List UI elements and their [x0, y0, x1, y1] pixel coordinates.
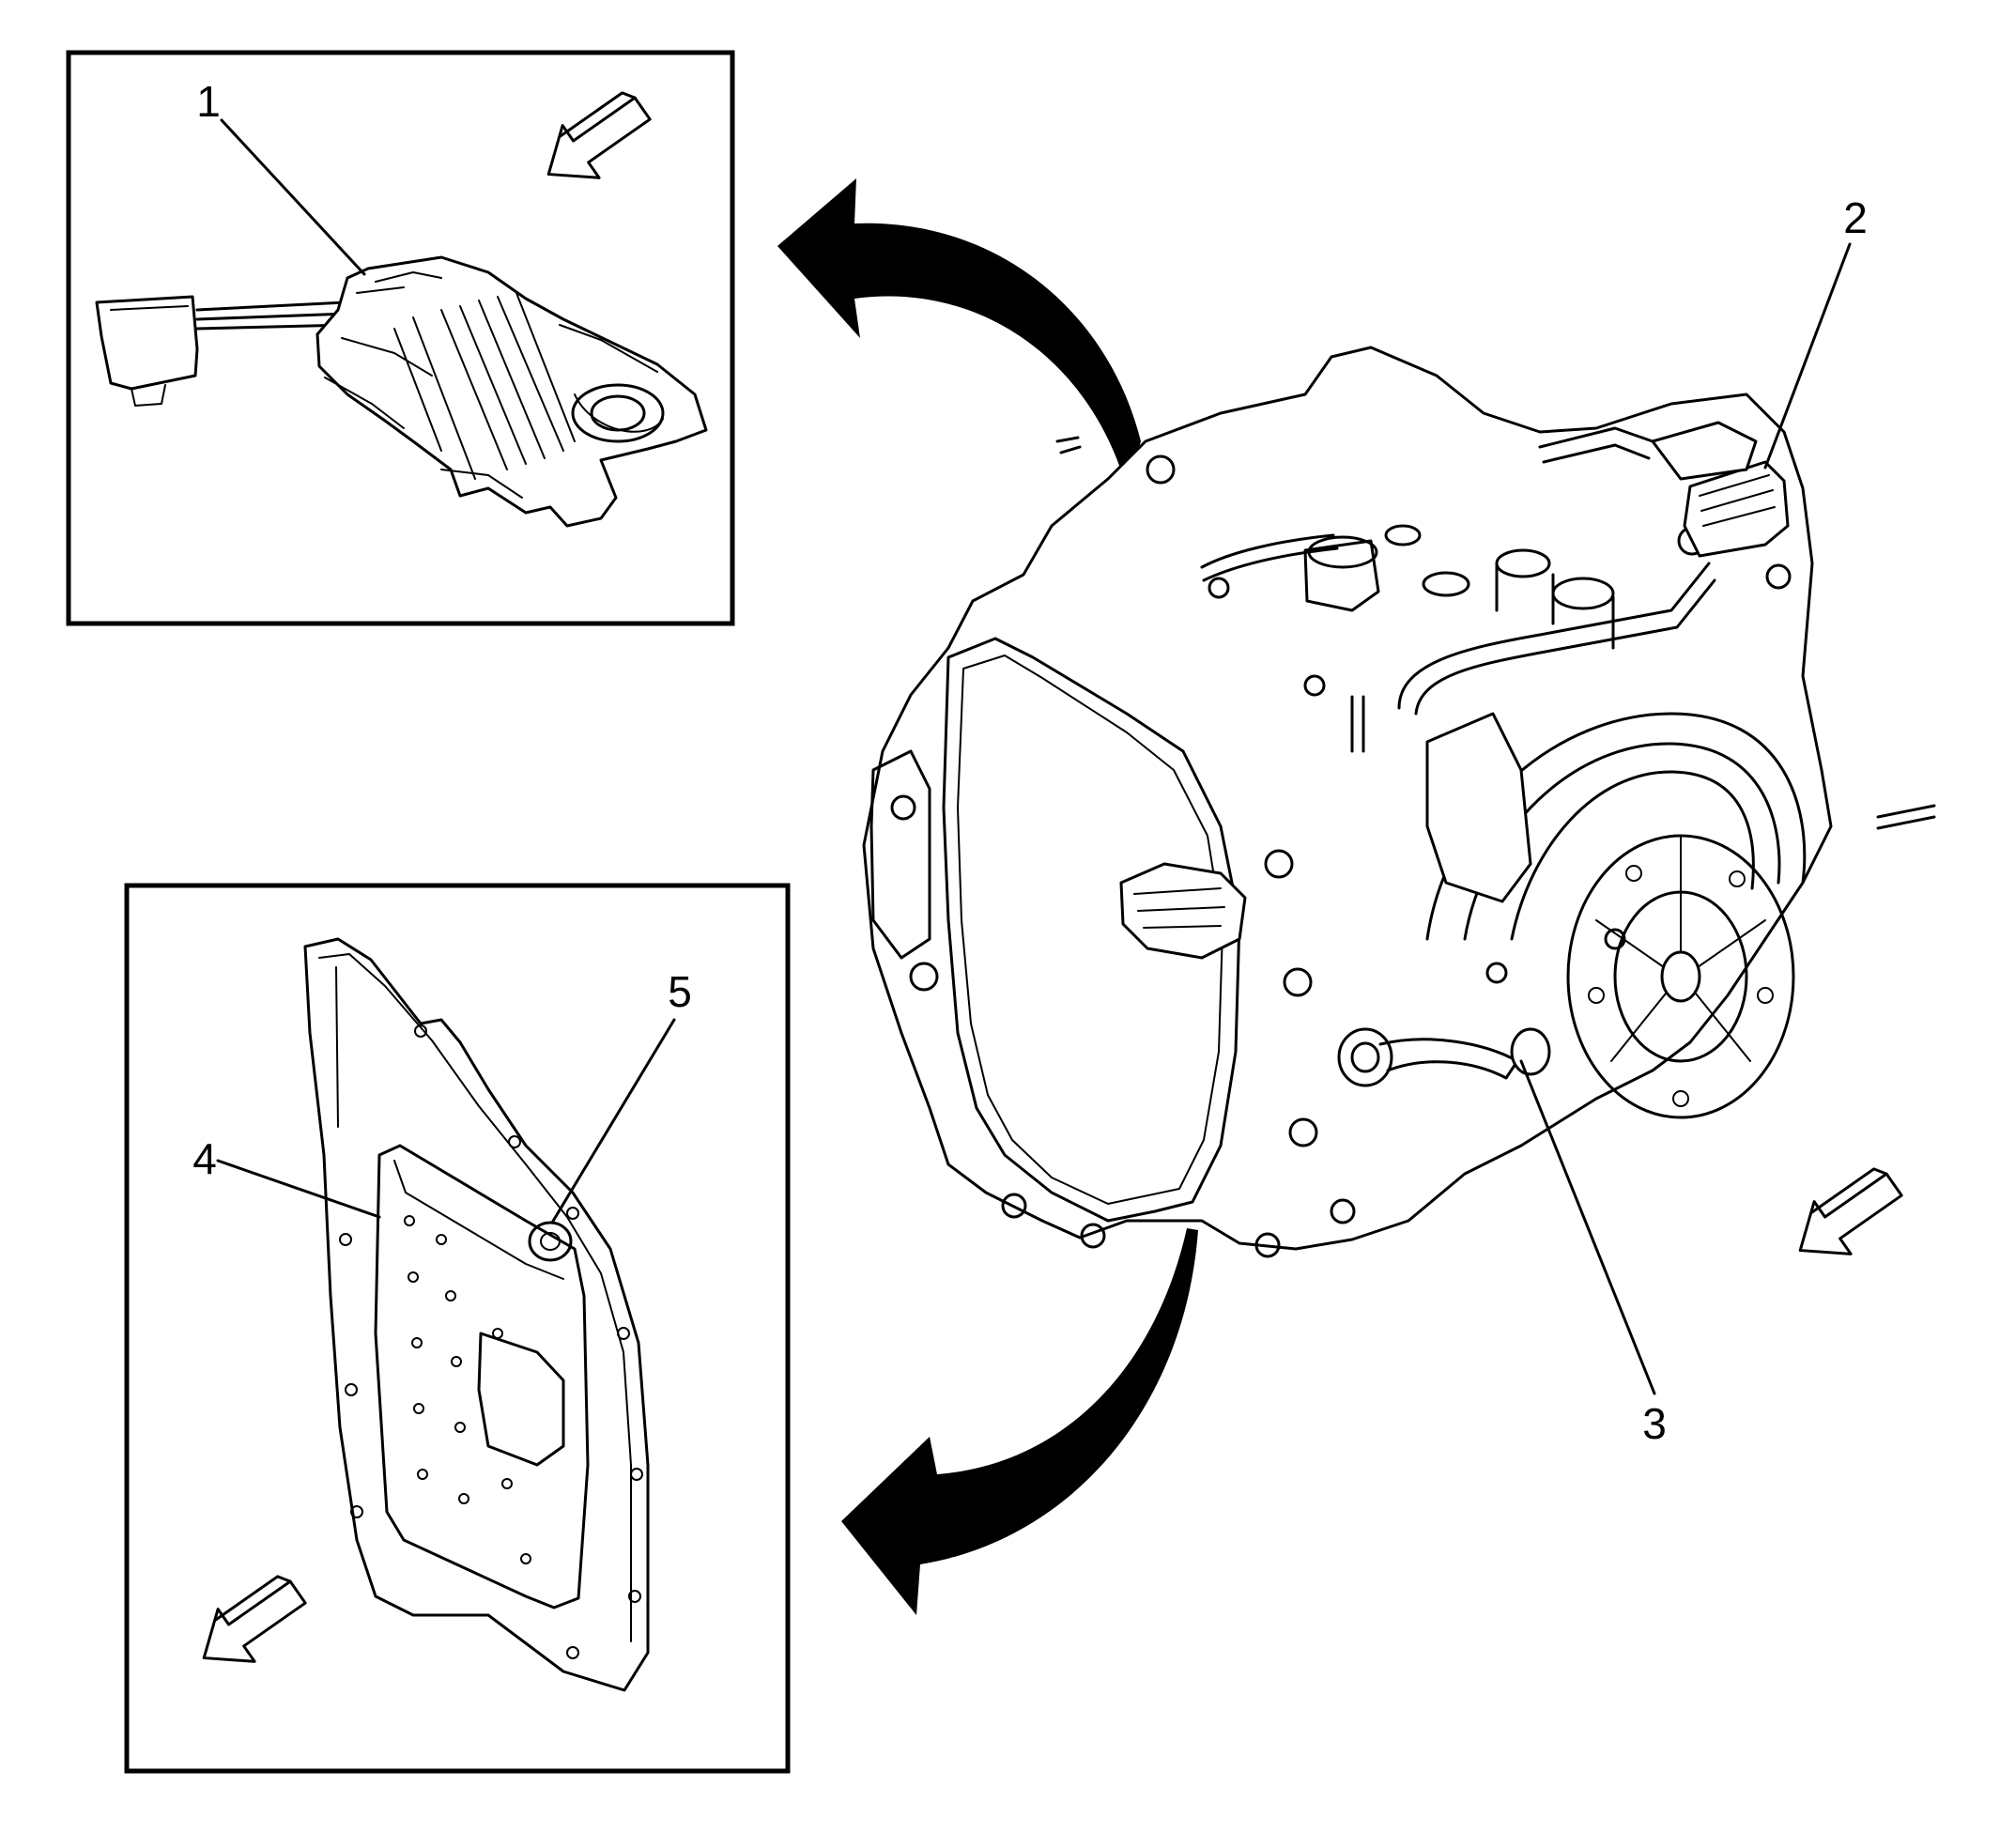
curved-arrow-icon — [777, 178, 1141, 488]
callout-1: 1 — [196, 77, 221, 126]
leader-1 — [220, 118, 366, 276]
callout-3: 3 — [1642, 1399, 1667, 1448]
detent-lever — [528, 1221, 573, 1262]
range-switch — [95, 255, 708, 528]
transmission-assembly — [862, 346, 1936, 1258]
case-bolts — [1001, 454, 1792, 1258]
curved-arrow-icon — [841, 1228, 1198, 1615]
transmission-case — [862, 346, 1833, 1251]
inset-bottom-frame — [124, 883, 791, 1774]
leader-2 — [1763, 242, 1852, 470]
tcm-connector — [1651, 421, 1790, 558]
callout-2: 2 — [1843, 193, 1868, 242]
callout-5: 5 — [668, 967, 692, 1016]
inset-bottom: 4 5 — [124, 883, 791, 1774]
gasket-bolts — [339, 1024, 643, 1659]
top-bosses — [1303, 524, 1615, 650]
direction-arrow-icon — [546, 91, 652, 179]
side-cover — [942, 637, 1241, 1223]
leader-4 — [216, 1159, 381, 1219]
inset-top: 1 — [66, 50, 735, 626]
inset-top-frame — [66, 50, 735, 626]
callout-4: 4 — [192, 1134, 217, 1183]
leader-5 — [550, 1018, 676, 1224]
leader-3 — [1519, 1059, 1656, 1395]
case-gasket — [303, 937, 650, 1692]
direction-arrow-icon — [202, 1575, 307, 1663]
direction-arrow-icon — [1798, 1167, 1903, 1255]
